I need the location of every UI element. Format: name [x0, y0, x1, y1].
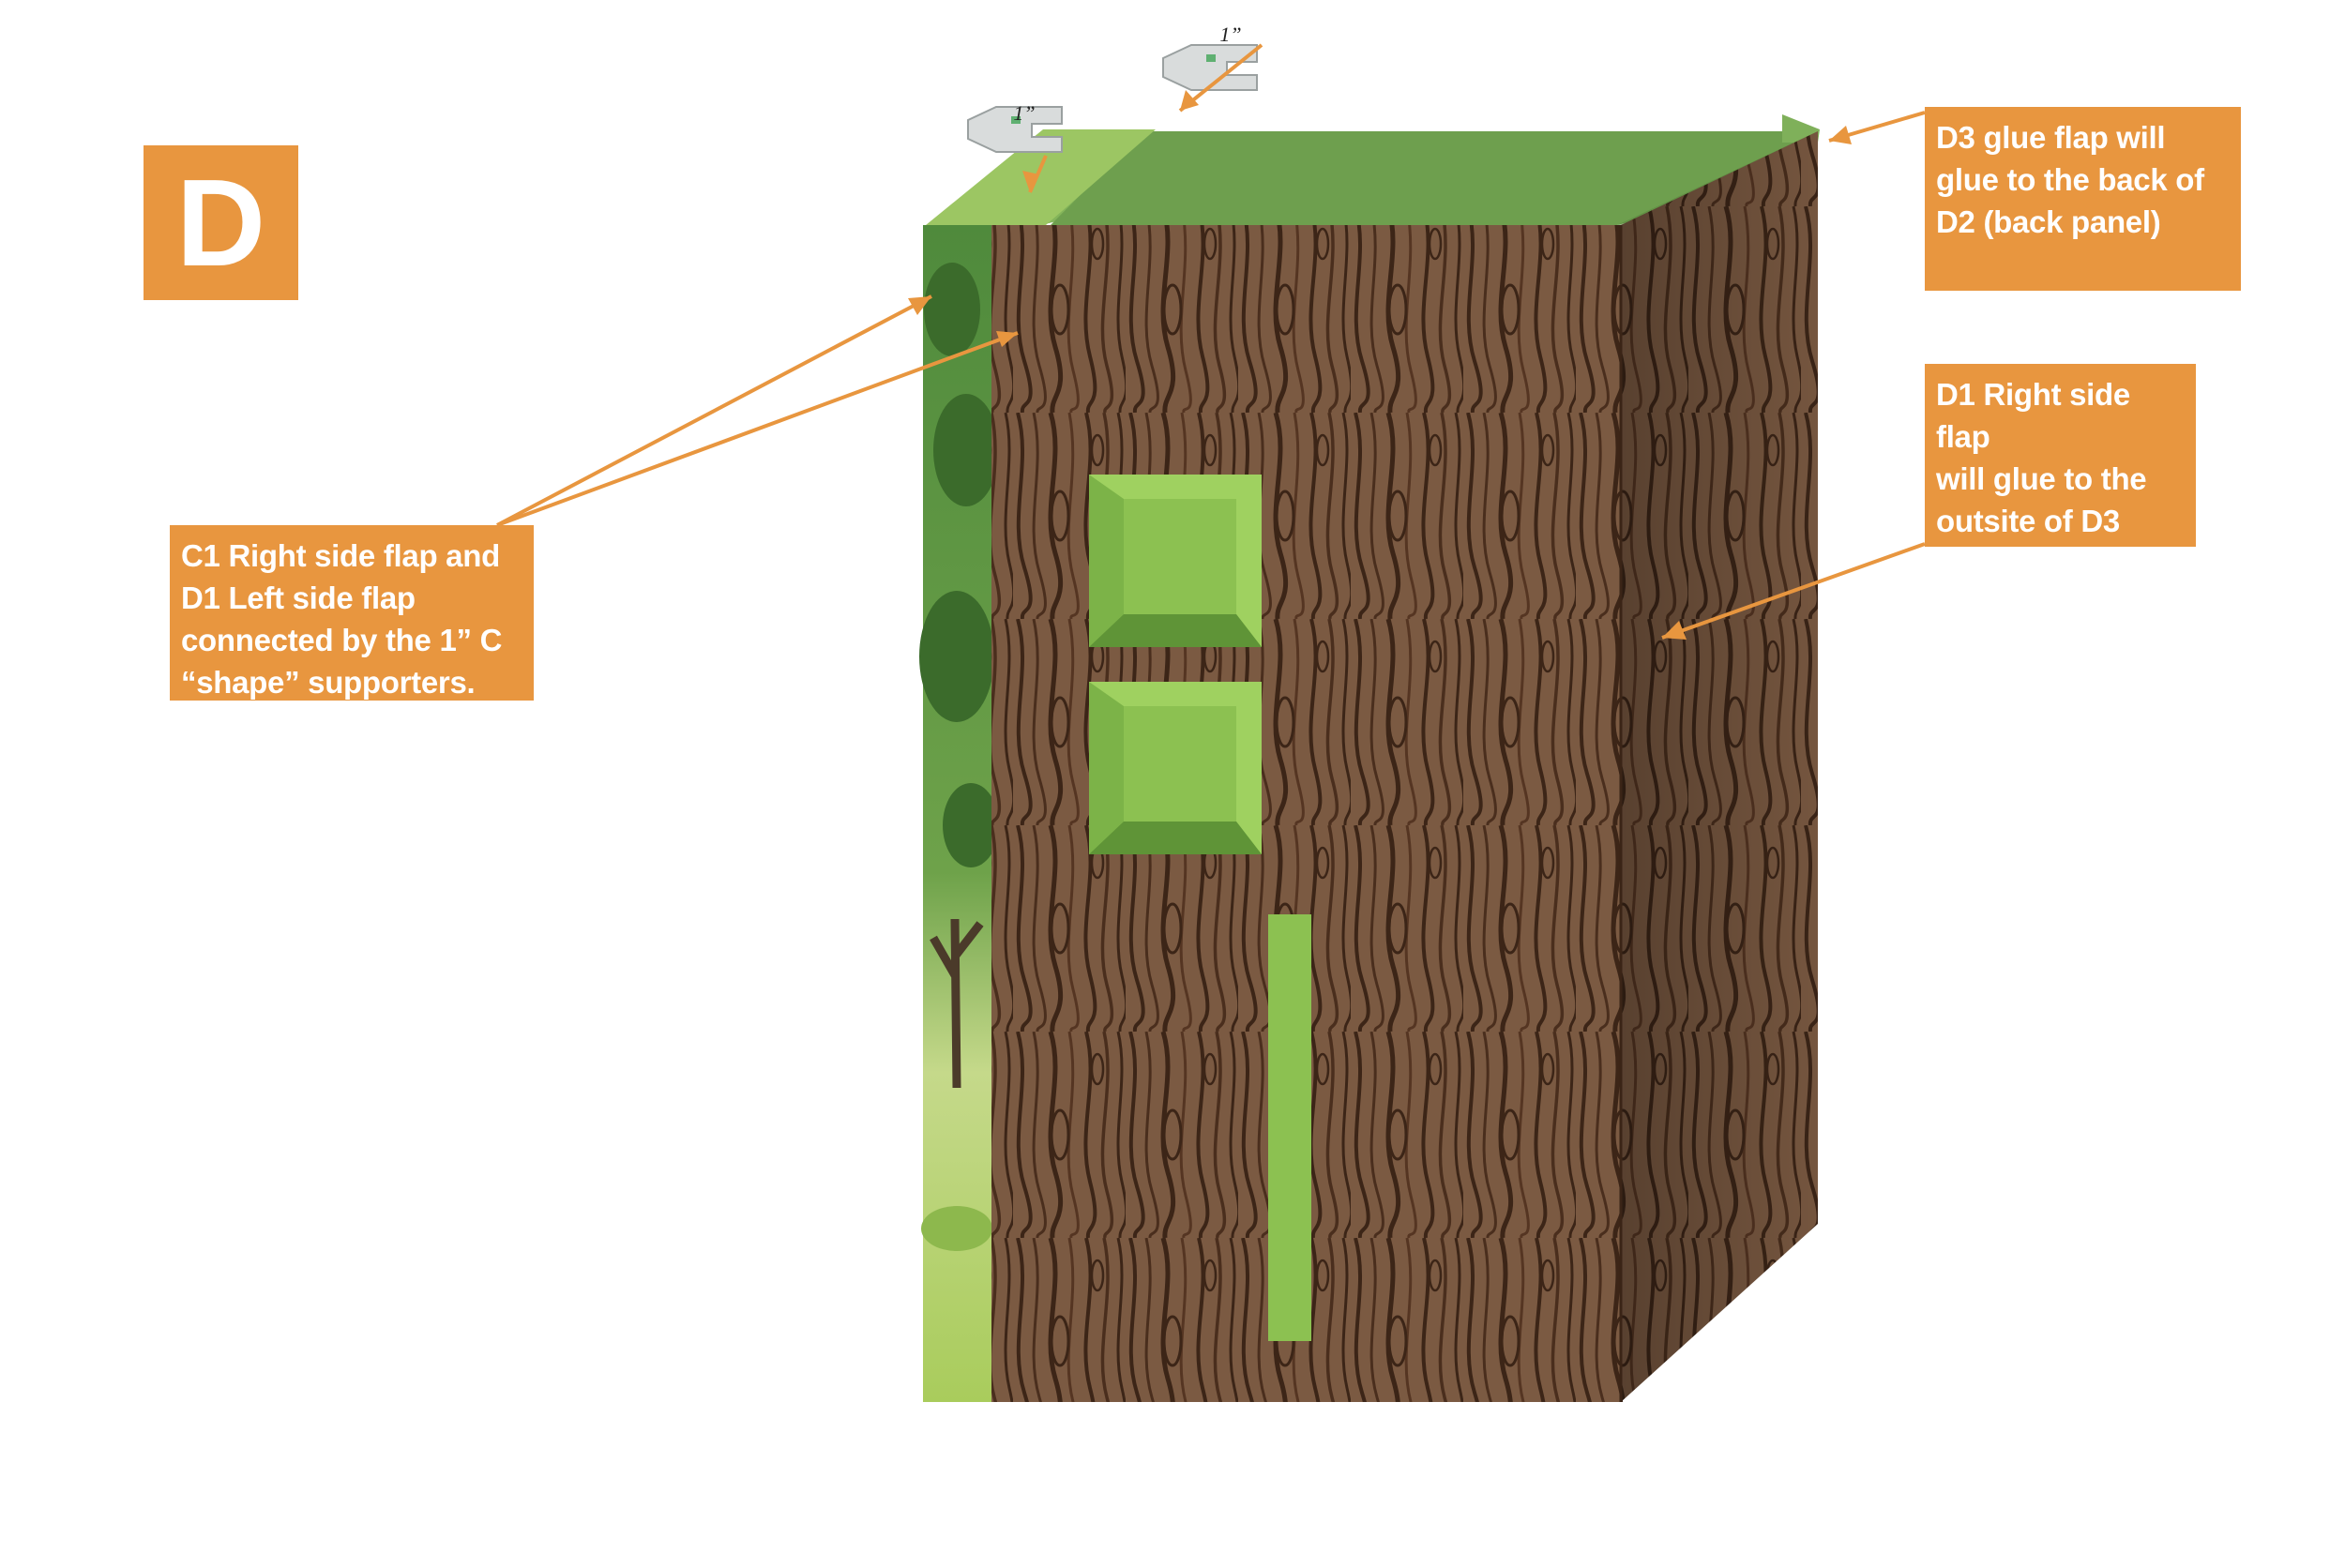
window-lower [1089, 682, 1262, 854]
top-left-flap [926, 129, 1156, 225]
section-badge-d: D [144, 145, 298, 300]
callout-line: glue to the back of [1936, 162, 2204, 197]
callout-line: D1 Right side flap [1936, 377, 2130, 454]
door-slot [1268, 914, 1311, 1341]
bush [921, 1206, 992, 1251]
d3-side-shade [1621, 131, 1818, 1402]
tree-silhouettes [919, 263, 999, 867]
top-opening-back-wall [1051, 131, 1818, 225]
callout-line: D3 glue flap will [1936, 120, 2166, 155]
callout-line: connected by the 1” C [181, 623, 503, 657]
callout-line: D1 Left side flap [181, 580, 416, 615]
callout-line: C1 Right side flap and [181, 538, 500, 573]
callout-line: “shape” supporters. [181, 665, 476, 700]
callout-line: outsite of D3 side [1936, 504, 2120, 580]
callout-c1-d1-connection: C1 Right side flap and D1 Left side flap… [170, 525, 534, 701]
callout-d1-right-flap: D1 Right side flap will glue to the outs… [1925, 364, 2196, 623]
c-supporter-right [1162, 44, 1258, 91]
dim-label-right: 1” [1219, 23, 1241, 46]
arrow-heads [908, 90, 1852, 640]
dim-label-left: 1” [1013, 101, 1035, 125]
callout-line: D2 (back panel) [1936, 204, 2161, 239]
section-letter: D [175, 153, 266, 292]
callout-line: will glue to the [1936, 461, 2147, 496]
tree-trunk [930, 918, 984, 1089]
callout-d3-glue-flap: D3 glue flap will glue to the back of D2… [1925, 107, 2241, 291]
window-upper [1089, 475, 1262, 647]
callout-line: panel [1936, 588, 2016, 623]
c-supporter-left [967, 106, 1063, 153]
